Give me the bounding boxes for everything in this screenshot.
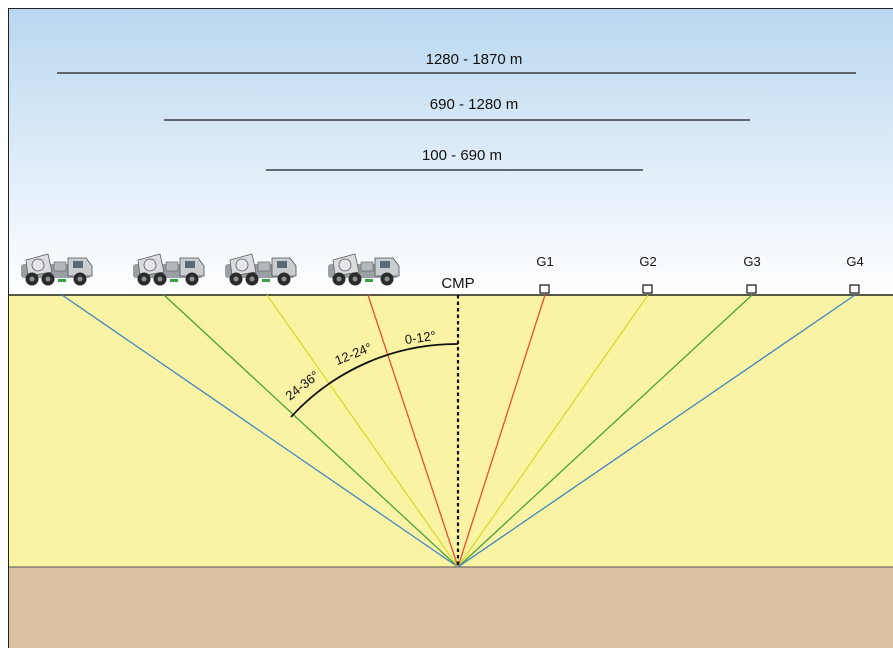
ray-paths bbox=[61, 294, 856, 568]
upper-layer bbox=[8, 295, 893, 567]
ray-path-green-source bbox=[163, 294, 459, 568]
offset-range-label: 1280 - 1870 m bbox=[426, 51, 523, 68]
offset-range-label: 100 - 690 m bbox=[422, 147, 502, 164]
geophones: G1 G2 G3 G4 bbox=[536, 254, 864, 294]
lower-layer bbox=[8, 567, 893, 648]
geophone-label: G4 bbox=[846, 254, 863, 269]
sky-background bbox=[8, 8, 893, 295]
offset-range-label: 690 - 1280 m bbox=[430, 96, 518, 113]
ray-path-green-receiver bbox=[457, 294, 753, 568]
geophone-label: G2 bbox=[639, 254, 656, 269]
ray-path-red-source bbox=[367, 294, 459, 568]
angle-label-0-12: 0-12° bbox=[404, 328, 437, 347]
geophone-icon bbox=[746, 284, 757, 294]
geophone-label: G1 bbox=[536, 254, 553, 269]
cmp-label: CMP bbox=[441, 275, 474, 292]
geophone-icon bbox=[849, 284, 860, 294]
ray-path-blue-source bbox=[61, 294, 459, 568]
ray-path-yellow-source bbox=[266, 294, 459, 568]
geophone-icon bbox=[642, 284, 653, 294]
incidence-angle-arc bbox=[290, 343, 459, 418]
ray-path-blue-receiver bbox=[457, 294, 856, 568]
ray-path-red-receiver bbox=[457, 294, 546, 568]
offset-range-group: 1280 - 1870 m 690 - 1280 m 100 - 690 m bbox=[57, 51, 856, 171]
geophone-label: G3 bbox=[743, 254, 760, 269]
geophone-icon bbox=[539, 284, 550, 294]
ray-path-yellow-receiver bbox=[457, 294, 649, 568]
